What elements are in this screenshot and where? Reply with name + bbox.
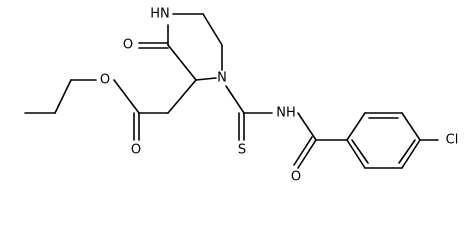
bond-nh-camide [297, 112, 317, 141]
bond-ar-1 [346, 112, 366, 141]
atom-cl: Cl [446, 133, 459, 148]
atom-nh-amide: NH [276, 106, 296, 121]
atom-o-ketone: O [123, 38, 133, 53]
bond-ch2-ch2 [202, 13, 223, 46]
bond-ar-3 [401, 112, 421, 141]
atom-o-ester-single: O [100, 73, 110, 88]
bond-n-cthio [225, 85, 245, 114]
bond-ar-inner-2 [398, 139, 416, 164]
bond-propyl-1 [54, 79, 72, 114]
bond-ar-6 [346, 139, 366, 169]
bond-ar-inner-3 [351, 139, 369, 164]
bond-layer [24, 13, 439, 169]
bond-cester-oester [113, 79, 140, 114]
bond-amide-co-1 [297, 139, 317, 169]
bond-n-ch [195, 77, 217, 81]
atom-o-ester-carbonyl: O [131, 143, 141, 158]
bond-ch-co [167, 44, 197, 81]
bond-ch-ch2 [167, 79, 197, 114]
chemical-structure-diagram: HN O N S NH O Cl O O [24, 7, 458, 185]
atom-o-amide: O [291, 170, 301, 185]
atom-s-thio: S [238, 143, 246, 158]
atom-nh-ring: HN [150, 7, 170, 22]
atom-labels: HN O N S NH O Cl O O [100, 7, 458, 185]
bond-ar-4 [401, 139, 421, 169]
bond-amide-co-2 [293, 136, 313, 166]
atom-n-ring: N [217, 71, 227, 86]
